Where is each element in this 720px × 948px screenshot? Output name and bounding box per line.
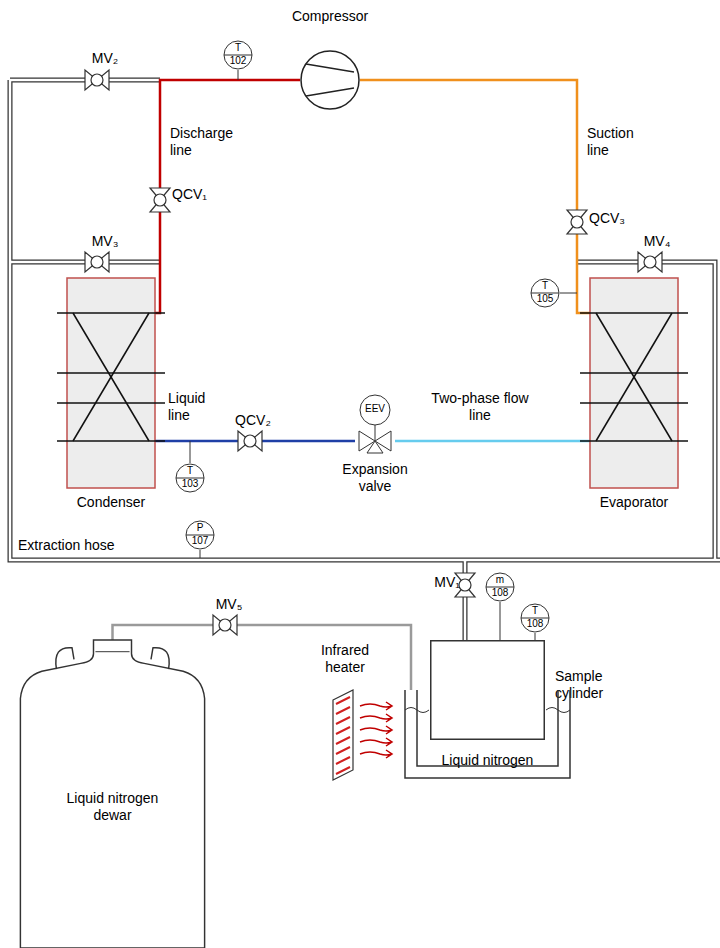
- valve-symbol: [644, 256, 656, 268]
- node-label: Compressor: [270, 8, 390, 25]
- node-label: Expansion valve: [325, 461, 425, 495]
- compressor: Compressor: [300, 50, 360, 110]
- node-label: Evaporator: [574, 494, 694, 511]
- pipe-line: [155, 80, 300, 313]
- line-label: Infrared heater: [300, 642, 390, 676]
- node-label: 103: [175, 478, 205, 490]
- node-label: T: [520, 605, 550, 617]
- valve-tag: MV₂: [80, 50, 130, 67]
- sensor-stem: [200, 550, 201, 558]
- node-label: EEV: [355, 403, 395, 415]
- node-label: T: [223, 42, 253, 54]
- valve-symbol: [91, 74, 103, 86]
- valve-symbol: [244, 435, 256, 447]
- line-label: Liquid line: [168, 390, 228, 424]
- node-label: 105: [530, 293, 560, 305]
- node-label: T: [530, 280, 560, 292]
- valve-symbol: [154, 194, 166, 206]
- temperature-sensor: T102: [223, 40, 253, 70]
- valve-tag: QCV₂: [228, 412, 278, 429]
- node-label: Liquid nitrogen dewar: [60, 790, 165, 824]
- infrared-heater: [333, 690, 392, 780]
- valve-symbol: [459, 579, 471, 591]
- sample-cylinder: Sample cylinder: [430, 640, 545, 740]
- mass-sensor: m108: [485, 572, 515, 602]
- condenser: Condenser: [67, 278, 155, 488]
- valve-tag: MV₃: [80, 233, 130, 250]
- node-label: 102: [223, 55, 253, 67]
- node-label: T: [175, 465, 205, 477]
- line-label: Discharge line: [170, 125, 250, 159]
- node-label: P: [185, 522, 215, 534]
- nitrogen-dewar: Liquid nitrogen dewar: [15, 640, 210, 948]
- expansion-valve: EEVExpansion valve: [355, 395, 395, 457]
- node-label: m: [485, 574, 515, 586]
- pressure-sensor: P107: [185, 520, 215, 550]
- temperature-sensor: T103: [175, 463, 205, 493]
- valve-tag: MV₅: [204, 596, 254, 613]
- valve-symbol: [571, 216, 583, 228]
- line-label: Suction line: [587, 125, 657, 159]
- sensor-stem: [535, 633, 536, 640]
- valve-tag: MV₄: [632, 233, 682, 250]
- temperature-sensor: T105: [530, 278, 560, 308]
- node-label: Liquid nitrogen: [417, 752, 558, 769]
- valve-tag: QCV₁: [172, 186, 222, 203]
- node-label: Condenser: [51, 494, 171, 511]
- valve-symbol: [91, 256, 103, 268]
- line-label: Two-phase flow line: [425, 390, 535, 424]
- sensor-stem: [500, 602, 501, 640]
- node-label: 108: [485, 587, 515, 599]
- sensor-stem: [190, 441, 191, 463]
- temperature-sensor: T108: [520, 603, 550, 633]
- nitrogen-bath: Liquid nitrogen: [405, 690, 570, 778]
- valve-symbol: [219, 619, 231, 631]
- sensor-stem: [238, 70, 239, 80]
- valve-tag: MV₁: [424, 574, 460, 591]
- pipe-line: [395, 440, 590, 443]
- pipe-line: [360, 80, 590, 313]
- valve-tag: QCV₃: [589, 210, 639, 227]
- evaporator: Evaporator: [590, 278, 678, 488]
- node-label: 107: [185, 535, 215, 547]
- sensor-stem: [560, 293, 577, 294]
- line-label: Extraction hose: [18, 537, 148, 554]
- node-label: 108: [520, 618, 550, 630]
- node-label: Sample cylinder: [555, 668, 635, 702]
